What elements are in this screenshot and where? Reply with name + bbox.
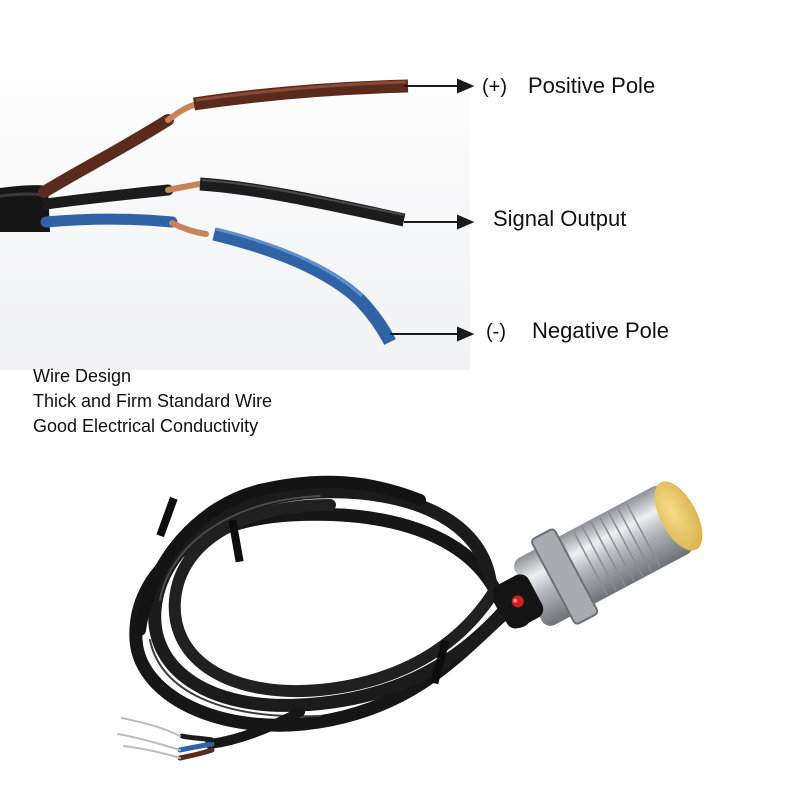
blue-wire-insulation-outer [212, 227, 396, 345]
indicator-led [511, 595, 524, 608]
negative-pole-label: (-) Negative Pole [486, 318, 669, 343]
coiled-cable [129, 475, 535, 749]
positive-pole-label: (+) Positive Pole [482, 73, 656, 98]
blue-wire-copper [169, 220, 209, 237]
brown-wire-insulation [38, 114, 174, 198]
wire-description: Wire Design Thick and Firm Standard Wire… [33, 364, 272, 439]
signal-output-text: Signal Output [493, 206, 627, 231]
description-line-1: Wire Design [33, 366, 132, 386]
positive-symbol: (+) [482, 76, 507, 98]
brown-wire-insulation-outer [193, 79, 409, 111]
wire-ends [117, 717, 215, 761]
cable-jacket [0, 185, 50, 232]
signal-output-label: Signal Output [493, 208, 626, 230]
pointer-arrows [390, 78, 475, 342]
brown-wire-copper [165, 102, 197, 123]
proximity-sensor [492, 481, 703, 629]
blue-wire-insulation [40, 213, 178, 228]
negative-symbol: (-) [486, 321, 506, 343]
black-wire-copper [165, 181, 203, 193]
positive-pole-text: Positive Pole [528, 73, 656, 98]
description-line-2: Thick and Firm Standard Wire [33, 391, 273, 411]
black-wire-insulation-outer [199, 177, 406, 227]
cable-closeup [0, 79, 409, 345]
sensor-cap [654, 481, 703, 551]
black-wire-insulation [40, 184, 174, 210]
description-line-3: Good Electrical Conductivity [33, 416, 259, 436]
negative-pole-text: Negative Pole [532, 318, 669, 343]
